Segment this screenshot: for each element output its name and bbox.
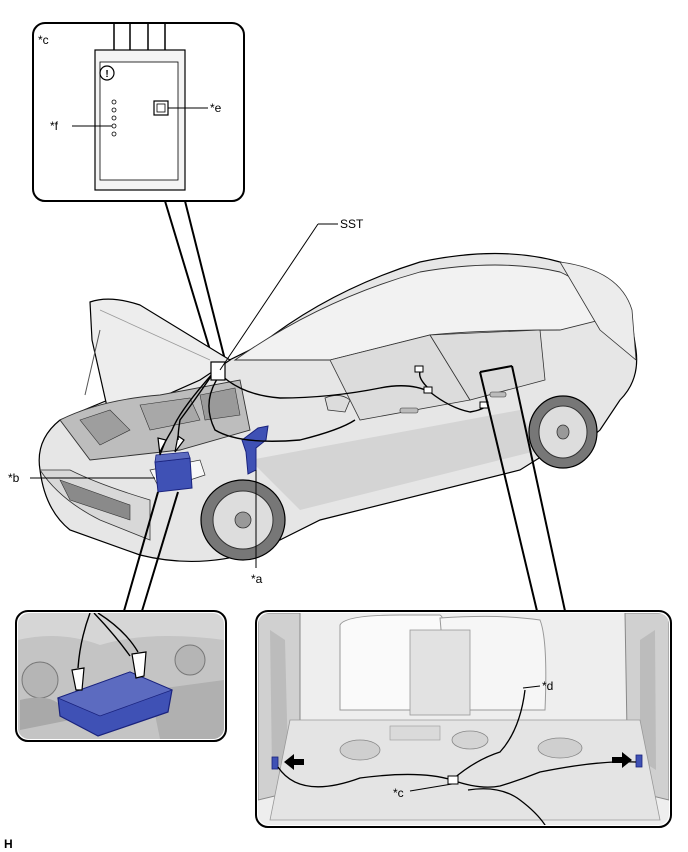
battery-detail-panel xyxy=(15,610,227,742)
left-arrow-icon xyxy=(284,754,304,770)
figure-code-label: H xyxy=(4,837,13,851)
label-c-top: *c xyxy=(38,33,49,47)
label-c-bottom: *c xyxy=(393,786,404,800)
connection-bracket xyxy=(241,425,269,475)
rear-cable xyxy=(277,689,637,825)
front-wheel xyxy=(200,479,286,561)
sst-plug xyxy=(210,361,226,381)
rear-wheel xyxy=(528,395,598,469)
label-d: *d xyxy=(542,679,553,693)
svg-text:!: ! xyxy=(105,69,108,80)
rear-cabin-detail-panel: *d *c xyxy=(255,610,672,828)
label-a: *a xyxy=(251,572,263,586)
warning-icon: ! xyxy=(99,65,115,81)
battery xyxy=(154,451,193,493)
right-arrow-icon xyxy=(612,752,632,768)
label-sst: SST xyxy=(340,217,364,231)
led-indicator-column xyxy=(111,99,117,137)
right-connector xyxy=(635,754,643,768)
label-f: *f xyxy=(50,119,59,133)
sst-device-detail-panel: ! *c *e *f xyxy=(32,22,245,202)
label-b: *b xyxy=(8,471,20,485)
label-e: *e xyxy=(210,101,222,115)
left-connector xyxy=(271,756,279,770)
vehicle-illustration xyxy=(38,252,638,563)
